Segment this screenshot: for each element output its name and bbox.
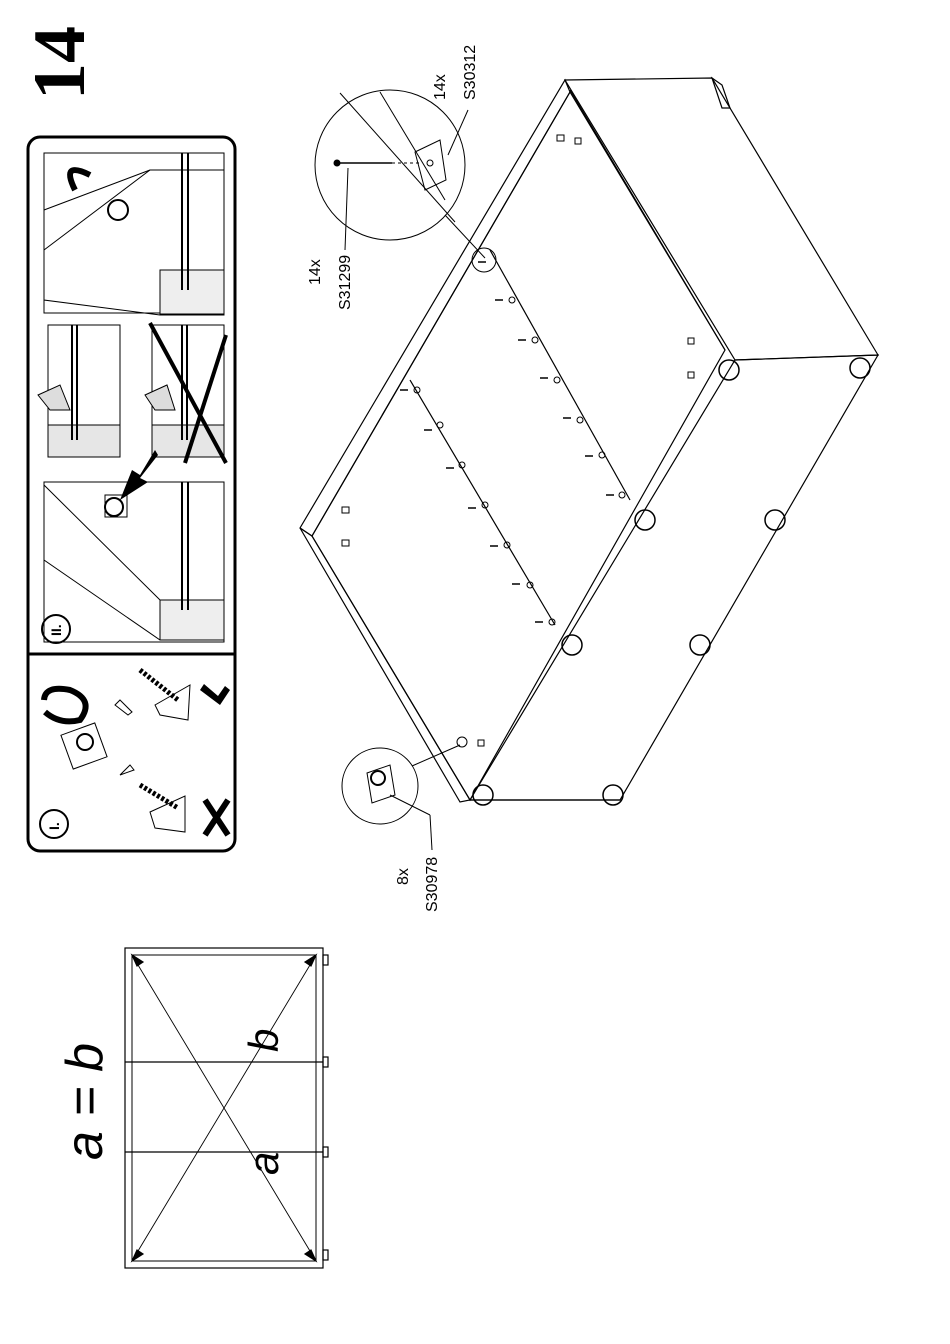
step-number: 14: [19, 26, 101, 100]
cam-lock-detail: [44, 689, 134, 775]
hint-panel: II. I.: [28, 137, 235, 851]
diagonal-check-diagram: [125, 948, 328, 1268]
nail-plate-callout: [315, 90, 496, 272]
part-count: 14x: [432, 74, 449, 100]
part-count: 8x: [395, 868, 412, 885]
part-code: S30312: [462, 45, 479, 100]
diagonal-b-label: b: [240, 1029, 287, 1052]
insert-detail: [44, 482, 224, 642]
check-icon: [200, 684, 230, 705]
cabinet-drawing: [300, 78, 878, 805]
panel-ii-label: II.: [48, 624, 64, 636]
part-code: S30978: [424, 857, 441, 912]
equation-label: a = b: [56, 1043, 114, 1160]
screw-correct: [140, 670, 230, 720]
profile-incorrect: [145, 323, 226, 463]
part-code: S31299: [337, 255, 354, 310]
screw-incorrect: [140, 785, 228, 835]
profile-correct: [38, 325, 120, 457]
tighten-detail: [44, 153, 224, 315]
panel-i-label: I.: [46, 822, 62, 830]
cam-fitting-callout: [342, 745, 460, 850]
diagonal-a-label: a: [240, 1152, 287, 1175]
insert-arrow-icon: [120, 450, 158, 500]
part-count: 14x: [307, 259, 324, 285]
